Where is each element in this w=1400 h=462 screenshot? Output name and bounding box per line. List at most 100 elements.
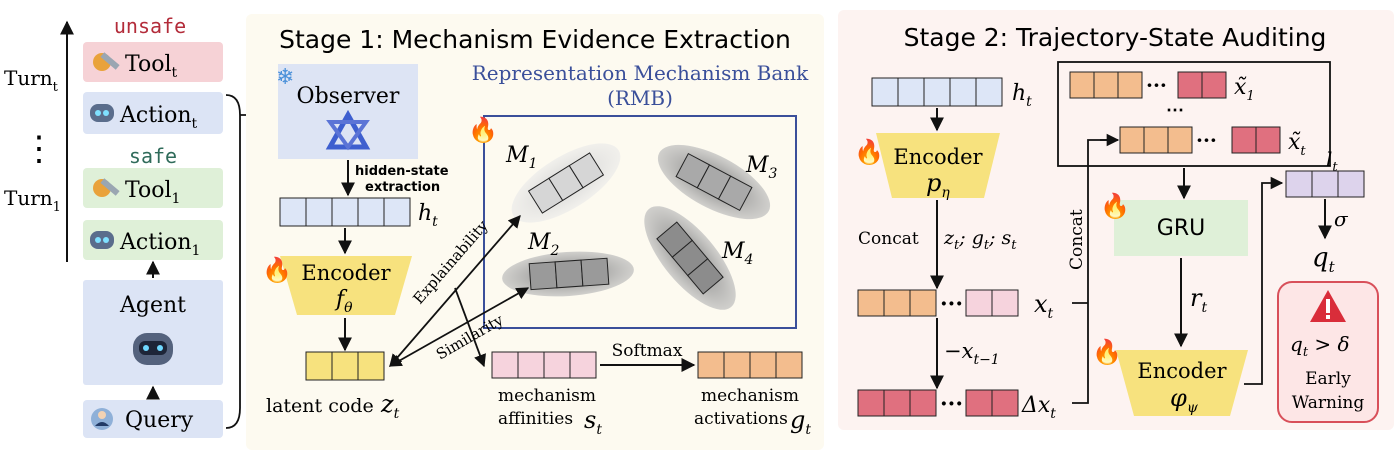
delta-x-t-vector	[857, 389, 1019, 417]
stage1-title: Stage 1: Mechanism Evidence Extraction	[279, 25, 791, 54]
snowflake-icon: ❄	[276, 65, 294, 90]
m1-label: M1	[505, 143, 537, 172]
affinities-line1: mechanism	[498, 386, 596, 406]
encoder-p-box	[876, 133, 1000, 198]
encoder-f-box	[280, 256, 412, 315]
minus-x-prev-label: −xt−1	[944, 339, 1000, 368]
m3-prototype-vector	[675, 152, 753, 212]
z-t-vector	[305, 351, 385, 381]
m4-label: M4	[721, 239, 753, 268]
stage2-panel: Stage 2: Trajectory-State Auditing ht 🔥 …	[838, 10, 1394, 430]
observer-label: Observer	[297, 84, 400, 109]
l-t-vector	[1285, 170, 1365, 198]
activations-line1: mechanism	[701, 386, 799, 406]
m3-label: M3	[745, 153, 778, 182]
q-t-symbol: qt	[1312, 243, 1336, 276]
x-tilde-t-vector	[1119, 126, 1281, 154]
warning-label: Warning	[1292, 393, 1365, 413]
robot-icon	[90, 104, 114, 122]
fire-icon: 🔥	[1092, 338, 1122, 366]
h-t-vector	[279, 197, 411, 227]
p-eta-symbol: pη	[926, 169, 950, 201]
robot-icon	[90, 231, 114, 249]
rmb-title: Representation Mechanism Bank	[472, 61, 809, 85]
x-t-symbol: xt	[1034, 290, 1054, 322]
tool-t-label: Toolt	[125, 52, 178, 81]
encoder-f-label: Encoder	[301, 261, 391, 285]
softmax-label: Softmax	[612, 341, 683, 361]
query-box	[83, 400, 223, 438]
affinities-line2: affinities	[498, 409, 573, 429]
l-t-symbol: lt	[1326, 147, 1338, 175]
x-tilde-t-symbol: x̃t	[1288, 130, 1306, 159]
m2-prototype-vector	[528, 257, 610, 291]
x-t-ellipsis: ···	[940, 291, 963, 317]
history-box	[1057, 61, 1331, 167]
encoder-phi-box	[1116, 350, 1248, 416]
left-panel: Turnt ⋮ Turn1 unsafe Toolt Actiont safe …	[4, 14, 278, 438]
fire-icon: 🔥	[854, 138, 884, 166]
hidden-state-label: hidden-state	[355, 164, 449, 179]
warning-icon	[1310, 290, 1346, 322]
tool-1-label: Tool1	[125, 178, 180, 207]
wrench-icon	[93, 52, 120, 71]
activations-line2: activations	[694, 409, 788, 429]
g-t-symbol: gt	[790, 406, 811, 438]
turn-dots: ⋮	[22, 129, 56, 169]
history-vdots: ⋯	[1166, 100, 1184, 121]
turn-t-label: Turnt	[4, 66, 59, 95]
robot-icon	[133, 333, 173, 365]
similarity-to-affinity-arrow	[454, 287, 486, 368]
m2-label: M2	[527, 230, 560, 259]
action-1-box	[83, 220, 223, 260]
similarity-arrow	[388, 287, 530, 367]
delta-x-ellipsis: ···	[940, 391, 963, 417]
m4-prototype-vector	[656, 221, 724, 295]
model-logo-icon	[325, 109, 371, 151]
s2-h-t-symbol: ht	[1012, 81, 1032, 110]
agent-box	[83, 280, 223, 385]
action-t-box	[83, 92, 223, 134]
fire-icon: 🔥	[1100, 192, 1130, 220]
sigma-symbol: σ	[1334, 207, 1349, 231]
x-tilde-t-ellipsis: ···	[1196, 128, 1217, 152]
early-warning-box	[1277, 281, 1379, 423]
action-t-label: Actiont	[119, 103, 198, 132]
turn-1-label: Turn1	[4, 186, 61, 215]
stage2-title: Stage 2: Trajectory-State Auditing	[904, 23, 1327, 52]
concat-expression: zt; gt; st	[943, 227, 1017, 253]
rmb-abbreviation: (RMB)	[607, 86, 673, 110]
tool-t-box	[83, 42, 223, 82]
m1-prototype-vector	[527, 152, 605, 214]
gru-box	[1114, 200, 1248, 256]
encoder-phi-label: Encoder	[1137, 359, 1227, 383]
query-label: Query	[125, 408, 194, 433]
user-icon	[91, 408, 113, 430]
gru-label: GRU	[1157, 216, 1205, 241]
extraction-label: extraction	[365, 180, 440, 195]
phi-psi-symbol: φψ	[1170, 384, 1199, 416]
encoder-to-logit-arrow	[1244, 176, 1284, 385]
s-t-vector	[491, 351, 597, 379]
concat-vertical-label: Concat	[1067, 209, 1087, 270]
x-t-vector	[857, 289, 1019, 317]
action-1-label: Action1	[119, 230, 200, 259]
s2-h-t-vector	[871, 77, 1003, 107]
fire-icon: 🔥	[262, 256, 292, 284]
tool-1-box	[83, 168, 223, 208]
turn-bracket	[225, 94, 241, 429]
encoder-p-label: Encoder	[893, 145, 983, 169]
z-t-symbol: zt	[380, 390, 400, 422]
unsafe-label: unsafe	[114, 14, 186, 38]
warning-condition: qt > δ	[1290, 332, 1350, 360]
x-tilde-1-ellipsis: ···	[1146, 73, 1167, 97]
fire-icon: 🔥	[468, 116, 498, 144]
x-tilde-1-vector	[1069, 71, 1227, 99]
early-label: Early	[1305, 369, 1351, 389]
agent-label: Agent	[119, 293, 186, 318]
x-tilde-1-symbol: x̃1	[1234, 75, 1255, 104]
stage1-panel: Stage 1: Mechanism Evidence Extraction ❄…	[246, 14, 824, 450]
s-t-symbol: st	[584, 406, 602, 438]
concat-label: Concat	[858, 229, 919, 249]
